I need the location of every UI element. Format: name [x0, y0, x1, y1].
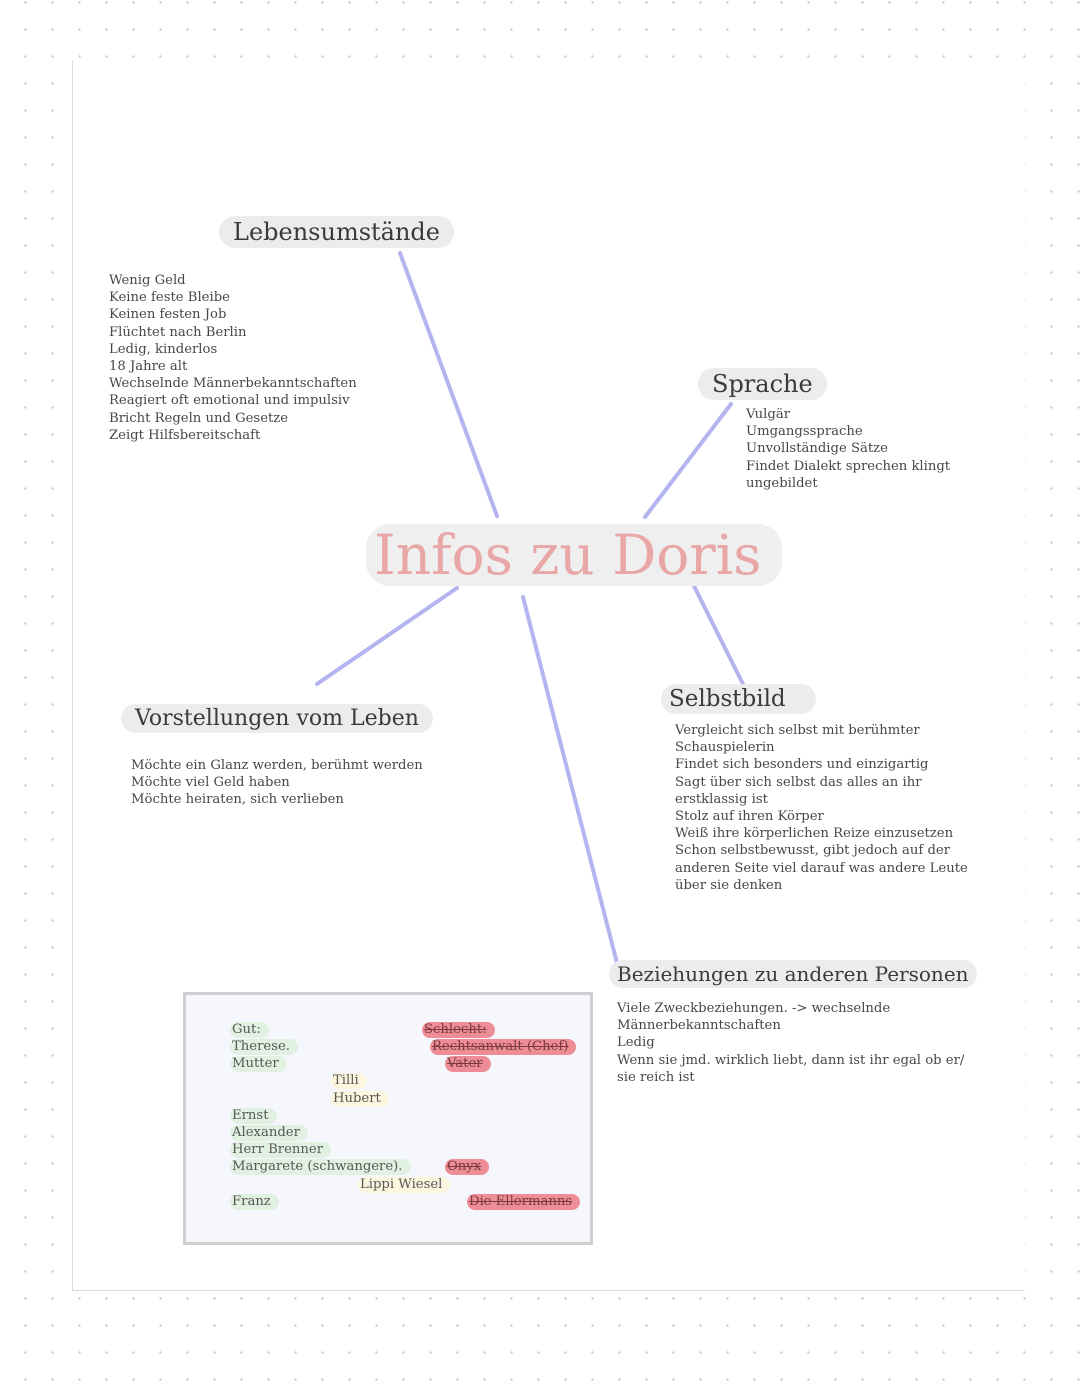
person-therese: Therese. [230, 1039, 298, 1055]
note-line: Wenn sie jmd. wirklich liebt, dann ist i… [617, 1052, 965, 1068]
person-ernst: Ernst [230, 1108, 277, 1124]
notes-vorstellungen: Möchte ein Glanz werden, berühmt werden … [131, 757, 423, 809]
heading-selbstbild: Selbstbild [661, 684, 816, 714]
note-line: Wenig Geld [109, 273, 186, 288]
note-line: Möchte heiraten, sich verlieben [131, 792, 344, 808]
note-line: Flüchtet nach Berlin [109, 324, 247, 340]
heading-lebensumstaende: Lebensumstände [219, 216, 454, 248]
note-line: Reagiert oft emotional und impulsiv [109, 393, 350, 409]
note-line: Vergleicht sich selbst mit berühmter [675, 723, 920, 738]
note-line: Unvollständige Sätze [746, 441, 888, 457]
note-line: Ledig [617, 1035, 655, 1051]
note-line: Findet Dialekt sprechen klingt [746, 458, 951, 474]
person-lippi-wiesel: Lippi Wiesel [358, 1177, 451, 1193]
note-line: Schauspielerin [675, 740, 775, 756]
note-line: Keine feste Bleibe [109, 290, 230, 306]
note-line: erstklassig ist [675, 791, 768, 807]
person-tilli: Tilli [331, 1073, 367, 1089]
label-schlecht: Schlecht: [422, 1022, 495, 1038]
note-line: Schon selbstbewusst, gibt jedoch auf der [675, 843, 950, 859]
notes-selbstbild: Vergleicht sich selbst mit berühmter Sch… [675, 722, 968, 894]
mindmap-title: Infos zu Doris [366, 524, 782, 586]
note-line: Keinen festen Job [109, 307, 227, 323]
note-line: über sie denken [675, 877, 783, 893]
note-line: Ledig, kinderlos [109, 341, 218, 357]
relationships-box: Gut: Therese. Mutter Tilli Hubert Ernst … [183, 992, 593, 1245]
notes-beziehungen: Viele Zweckbeziehungen. -> wechselnde Mä… [617, 1000, 964, 1086]
note-line: Männerbekanntschaften [617, 1018, 781, 1034]
notes-sprache: Vulgär Umgangssprache Unvollständige Sät… [746, 406, 950, 492]
person-ellermanns: Die Ellermanns [467, 1194, 581, 1210]
person-margarete: Margarete (schwangere). [230, 1159, 411, 1175]
note-line: Stolz auf ihren Körper [675, 809, 824, 825]
notes-lebensumstaende: Wenig Geld Keine feste Bleibe Keinen fes… [109, 272, 357, 444]
heading-beziehungen: Beziehungen zu anderen Personen [609, 960, 977, 988]
heading-sprache: Sprache [698, 368, 827, 400]
person-hubert: Hubert [331, 1091, 389, 1107]
note-line: Möchte ein Glanz werden, berühmt werden [131, 758, 423, 773]
note-line: Bricht Regeln und Gesetze [109, 410, 289, 426]
note-line: Zeigt Hilfsbereitschaft [109, 427, 261, 443]
note-line: Umgangssprache [746, 424, 863, 440]
note-line: Möchte viel Geld haben [131, 775, 290, 791]
note-line: 18 Jahre alt [109, 359, 188, 375]
note-line: anderen Seite viel darauf was andere Leu… [675, 860, 968, 876]
person-vater: Vater [445, 1056, 491, 1072]
label-gut: Gut: [230, 1022, 269, 1038]
person-alexander: Alexander [230, 1125, 308, 1141]
person-mutter: Mutter [230, 1056, 287, 1072]
note-line: ungebildet [746, 475, 818, 491]
note-line: Weiß ihre körperlichen Reize einzusetzen [675, 826, 954, 842]
note-line: Findet sich besonders und einzigartig [675, 757, 929, 773]
person-rechtsanwalt: Rechtsanwalt (Chef) [430, 1039, 577, 1055]
person-onyx: Onyx [445, 1159, 490, 1175]
person-herr-brenner: Herr Brenner [230, 1142, 331, 1158]
note-line: sie reich ist [617, 1069, 695, 1085]
note-line: Vulgär [746, 407, 790, 422]
note-line: Sagt über sich selbst das alles an ihr [675, 774, 922, 790]
note-line: Wechselnde Männerbekanntschaften [109, 376, 357, 392]
person-franz: Franz [230, 1194, 279, 1210]
heading-vorstellungen: Vorstellungen vom Leben [121, 704, 433, 733]
note-line: Viele Zweckbeziehungen. -> wechselnde [617, 1001, 891, 1016]
